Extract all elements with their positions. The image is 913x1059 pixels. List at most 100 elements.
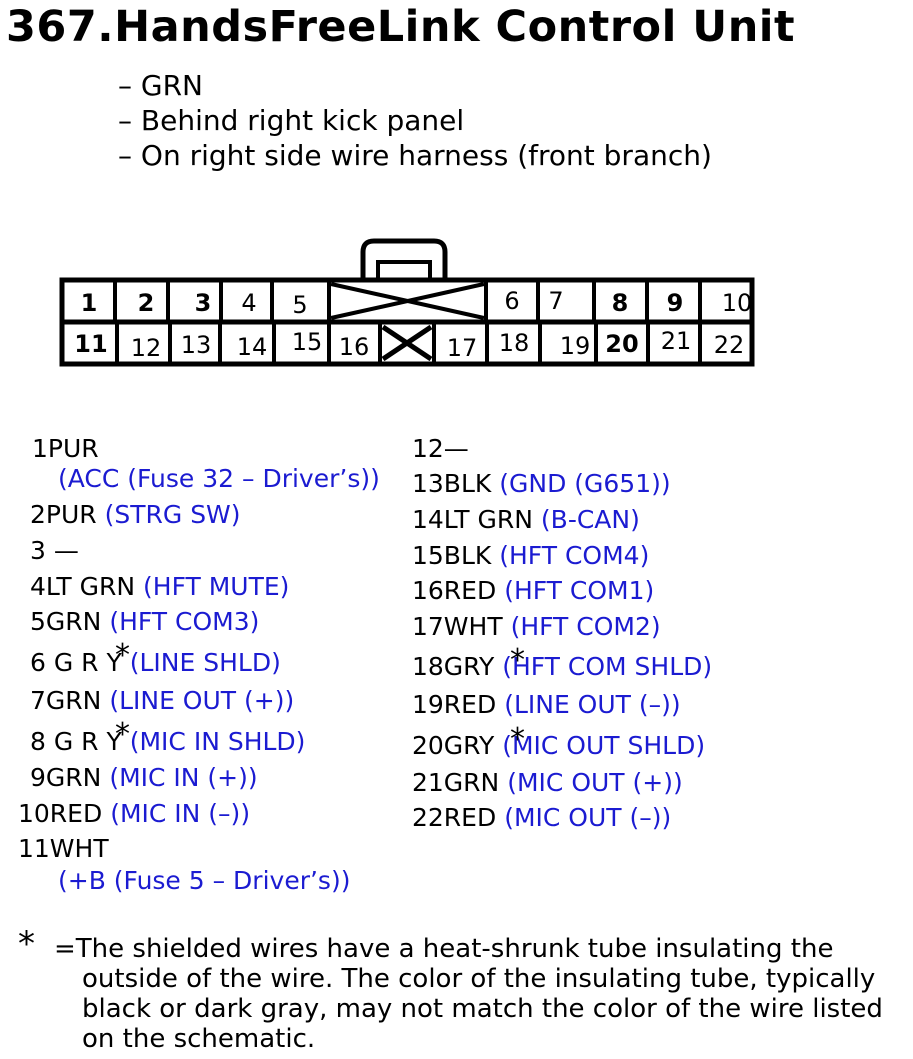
pin-16: 16RED (HFT COM1) xyxy=(412,576,654,605)
footnote-asterisk: * xyxy=(18,924,35,964)
pin-label: 8 G R Y xyxy=(30,727,122,756)
pin-label: 17WHT xyxy=(412,612,503,641)
pin-18: 18GRY (HFT COM SHLD) xyxy=(412,652,712,681)
pin-1-desc: (ACC (Fuse 32 – Driver’s)) xyxy=(58,464,380,493)
connector-latch-inner xyxy=(376,260,432,280)
pin-4: 4LT GRN (HFT MUTE) xyxy=(30,572,289,601)
pin-label: 11WHT xyxy=(18,834,109,863)
pin-6: 6 G R Y (LINE SHLD) xyxy=(30,648,281,677)
pin-label: 14LT GRN xyxy=(412,505,533,534)
pin-desc: (HFT COM2) xyxy=(510,612,661,641)
cavity-16: 16 xyxy=(339,333,370,361)
cavity-4: 4 xyxy=(241,289,256,317)
pin-11: 11WHT xyxy=(18,834,109,863)
pin-8: 8 G R Y (MIC IN SHLD) xyxy=(30,727,305,756)
cavity-19: 19 xyxy=(560,332,591,360)
connector-diagram: 1 2 3 4 5 6 7 8 9 10 11 12 13 14 15 16 1… xyxy=(59,238,755,367)
pin-label: 3 — xyxy=(30,536,79,565)
shield-asterisk: * xyxy=(510,722,525,757)
shield-asterisk: * xyxy=(115,717,130,752)
pin-17: 17WHT (HFT COM2) xyxy=(412,612,661,641)
pin-desc: (MIC OUT (+)) xyxy=(507,768,683,797)
pin-2: 2PUR (STRG SW) xyxy=(30,500,241,529)
cavity-15: 15 xyxy=(292,328,323,356)
pin-desc: (HFT COM SHLD) xyxy=(502,652,713,681)
top-row-dividers xyxy=(113,282,702,320)
pin-desc: (B-CAN) xyxy=(540,505,640,534)
cavity-14: 14 xyxy=(237,333,268,361)
shield-asterisk: * xyxy=(510,643,525,678)
pin-20: 20GRY (MIC OUT SHLD) xyxy=(412,731,705,760)
connector-color: – GRN xyxy=(118,69,203,102)
pin-label: 7GRN xyxy=(30,686,102,715)
pin-label: 21GRN xyxy=(412,768,500,797)
blocked-cavity-top xyxy=(330,282,485,320)
footnote-body: outside of the wire. The color of the in… xyxy=(82,964,883,1054)
pin-label: 13BLK xyxy=(412,469,492,498)
pin-21: 21GRN (MIC OUT (+)) xyxy=(412,768,683,797)
pin-desc: (MIC IN SHLD) xyxy=(129,727,306,756)
pin-label: 5GRN xyxy=(30,607,102,636)
pin-label: 19RED xyxy=(412,690,497,719)
pin-label: 9GRN xyxy=(30,763,102,792)
pin-desc: (LINE OUT (–)) xyxy=(504,690,681,719)
pin-desc: (MIC IN (–)) xyxy=(110,799,251,828)
cavity-5: 5 xyxy=(292,291,307,319)
pin-22: 22RED (MIC OUT (–)) xyxy=(412,803,671,832)
pin-desc: (GND (G651)) xyxy=(499,469,671,498)
cavity-13: 13 xyxy=(181,331,212,359)
pin-desc: (HFT COM4) xyxy=(499,541,650,570)
pin-1: 1PUR xyxy=(32,434,99,463)
connector-location: – Behind right kick panel xyxy=(118,104,465,137)
cavity-11: 11 xyxy=(74,330,107,358)
page-title: 367.HandsFreeLink Control Unit xyxy=(6,2,796,52)
cavity-17: 17 xyxy=(447,334,478,362)
pin-9: 9GRN (MIC IN (+)) xyxy=(30,763,258,792)
pin-13: 13BLK (GND (G651)) xyxy=(412,469,671,498)
pin-desc: (STRG SW) xyxy=(104,500,241,529)
pin-label: 10RED xyxy=(18,799,103,828)
connector-info: – GRN – Behind right kick panel – On rig… xyxy=(118,68,712,173)
cavity-8: 8 xyxy=(612,289,629,317)
pin-label: 1PUR xyxy=(32,434,99,463)
cavity-7: 7 xyxy=(548,287,563,315)
pin-label: 2PUR xyxy=(30,500,97,529)
pin-desc: (LINE OUT (+)) xyxy=(109,686,295,715)
pin-label: 18GRY xyxy=(412,652,495,681)
cavity-12: 12 xyxy=(131,334,162,362)
cavity-21: 21 xyxy=(661,327,692,355)
pin-desc: (MIC IN (+)) xyxy=(109,763,258,792)
cavity-20: 20 xyxy=(605,330,638,358)
pin-label: 12— xyxy=(412,434,469,463)
pin-label: 4LT GRN xyxy=(30,572,136,601)
cavity-6: 6 xyxy=(504,287,519,315)
footnote-line1: =The shielded wires have a heat-shrunk t… xyxy=(54,934,834,964)
pin-11-desc: (+B (Fuse 5 – Driver’s)) xyxy=(58,866,351,895)
pin-label: 20GRY xyxy=(412,731,495,760)
shield-asterisk: * xyxy=(115,638,130,673)
pin-label: 22RED xyxy=(412,803,497,832)
pin-15: 15BLK (HFT COM4) xyxy=(412,541,649,570)
blocked-cavity-bottom xyxy=(381,324,433,362)
pin-10: 10RED (MIC IN (–)) xyxy=(18,799,250,828)
pin-label: 16RED xyxy=(412,576,497,605)
cavity-2: 2 xyxy=(138,289,155,317)
pin-label: 15BLK xyxy=(412,541,492,570)
cavity-3: 3 xyxy=(195,289,212,317)
pin-7: 7GRN (LINE OUT (+)) xyxy=(30,686,294,715)
pin-label: 6 G R Y xyxy=(30,648,122,677)
cavity-22: 22 xyxy=(714,331,745,359)
pin-14: 14LT GRN (B-CAN) xyxy=(412,505,640,534)
bottom-row-dividers xyxy=(115,324,702,362)
cavity-9: 9 xyxy=(667,289,684,317)
connector-latch xyxy=(360,238,448,280)
pin-desc: (HFT COM1) xyxy=(504,576,655,605)
pin-3: 3 — xyxy=(30,536,79,565)
pin-desc: (HFT MUTE) xyxy=(143,572,290,601)
footnote: =The shielded wires have a heat-shrunk t… xyxy=(54,934,909,1054)
pin-desc: (HFT COM3) xyxy=(109,607,260,636)
pin-desc: (LINE SHLD) xyxy=(129,648,281,677)
pin-5: 5GRN (HFT COM3) xyxy=(30,607,259,636)
pin-desc: (MIC OUT (–)) xyxy=(504,803,672,832)
connector-harness: – On right side wire harness (front bran… xyxy=(118,139,712,172)
